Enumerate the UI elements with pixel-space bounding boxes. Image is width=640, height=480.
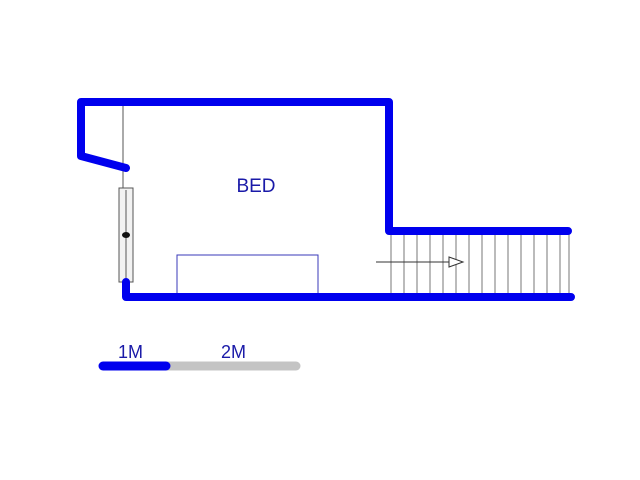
wall-upper <box>77 98 572 235</box>
door <box>118 187 134 283</box>
door-handle-icon <box>122 232 130 238</box>
room-label: BED <box>236 176 276 197</box>
walls <box>77 98 575 301</box>
scale-label-2m: 2M <box>221 342 247 362</box>
scale-label-1m: 1M <box>118 342 144 362</box>
bed-fixture <box>176 254 319 296</box>
wall-lower <box>122 278 575 301</box>
stair-arrow-icon <box>376 256 465 268</box>
